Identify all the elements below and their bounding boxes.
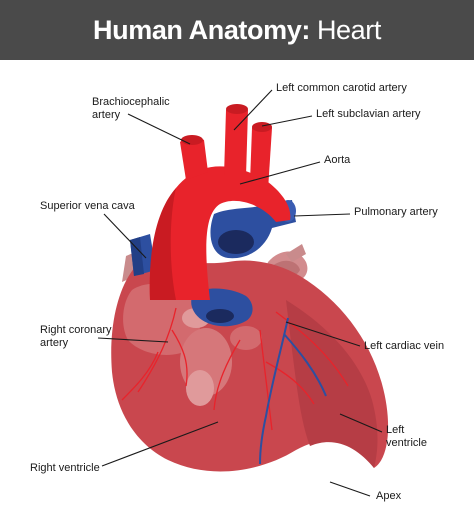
left-common-carotid-artery [224, 105, 248, 176]
label-brachiocephalic-line1: Brachiocephalic [92, 96, 170, 108]
label-apex: Apex [376, 490, 402, 502]
label-superior-vena-cava: Superior vena cava [40, 200, 135, 212]
left-subclavian-artery [250, 123, 272, 190]
label-right-coronary-line1: Right coronary [40, 324, 112, 336]
title-light: Heart [316, 14, 381, 45]
label-pulmonary-artery: Pulmonary artery [354, 206, 438, 218]
brachiocephalic-opening [181, 135, 203, 145]
label-right-coronary-line2: artery [40, 337, 69, 349]
leader-pulmonary-artery [293, 213, 351, 217]
label-left-ventricle-line2: ventricle [386, 437, 427, 449]
leader-lines [97, 89, 383, 497]
leader-apex [329, 481, 371, 497]
pulmonary-vein-stub [286, 244, 306, 262]
leader-left-common-carotid [233, 89, 273, 131]
right-coronary-artery [121, 307, 188, 401]
label-brachiocephalic-line2: artery [92, 109, 121, 121]
label-right-ventricle: Right ventricle [30, 462, 100, 474]
right-atrium-highlight [123, 283, 201, 355]
leader-aorta [239, 161, 321, 185]
leader-brachiocephalic [127, 113, 191, 145]
aorta-shade [149, 188, 176, 300]
pulmonary-artery-opening [218, 230, 254, 254]
leader-left-ventricle [339, 413, 383, 433]
superior-vena-cava-shade [130, 237, 144, 276]
left-cardiac-vein-vessel [259, 317, 327, 465]
left-ventricle-shade [286, 300, 378, 468]
label-left-ventricle: Left ventricle [386, 424, 427, 450]
label-brachiocephalic-artery: Brachiocephalic artery [92, 96, 170, 122]
label-left-subclavian-artery: Left subclavian artery [316, 108, 421, 120]
left-common-carotid-opening [226, 104, 248, 114]
label-left-common-carotid-artery: Left common carotid artery [276, 82, 407, 94]
pulmonary-trunk-opening [206, 309, 234, 323]
highlight-patch-3 [230, 326, 262, 350]
label-left-ventricle-line1: Left [386, 424, 405, 436]
leader-left-subclavian [261, 115, 313, 127]
leader-left-cardiac-vein [285, 321, 361, 347]
aorta [149, 166, 291, 300]
label-right-coronary-artery: Right coronary artery [40, 324, 112, 350]
leader-right-ventricle [101, 421, 219, 467]
brachiocephalic-artery [180, 137, 208, 180]
leader-right-coronary [97, 337, 169, 343]
anterior-coronary-branches [213, 311, 349, 431]
highlight-patch-2 [186, 370, 214, 406]
label-aorta: Aorta [324, 154, 351, 166]
leader-superior-vena-cava [103, 213, 147, 259]
left-subclavian-opening [252, 122, 272, 132]
title-bold: Human Anatomy: [93, 14, 310, 45]
label-left-cardiac-vein: Left cardiac vein [364, 340, 445, 352]
title-bar: Human Anatomy: Heart [0, 0, 474, 60]
